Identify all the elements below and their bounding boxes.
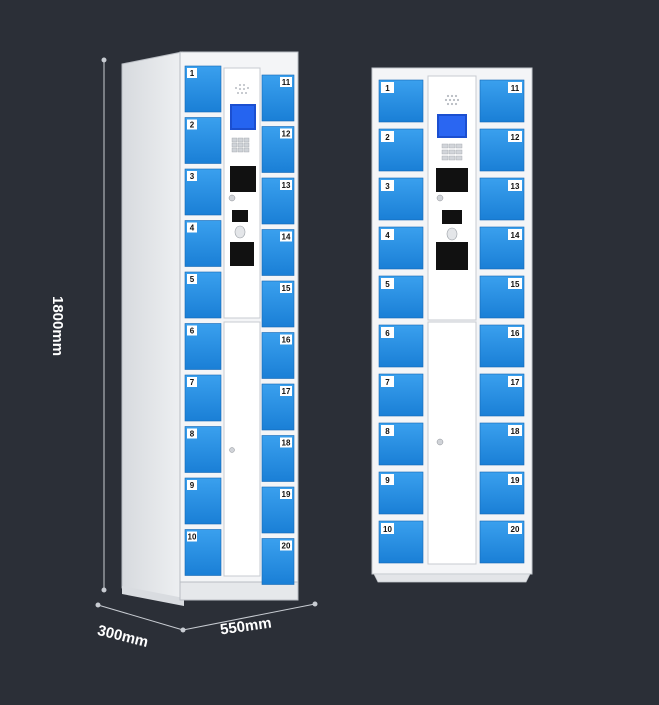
door-number-tag: [381, 474, 394, 485]
door-number-tag: [508, 131, 522, 142]
door-number-tag: [187, 222, 197, 233]
door-number-2: 2: [190, 121, 195, 130]
speaker-grille-icon: [444, 94, 460, 106]
door-number-tag: [280, 386, 292, 396]
door-number-17: 17: [282, 387, 291, 396]
door-number-tag: [280, 540, 292, 551]
door-number-4: 4: [385, 231, 390, 240]
door-number-tag: [187, 325, 197, 336]
door-number-tag: [280, 77, 292, 87]
qr-code-panel-icon: [436, 168, 468, 192]
door-number-13: 13: [282, 181, 291, 190]
door-number-tag: [381, 523, 394, 534]
door-number-7: 7: [385, 378, 390, 387]
height-dimension-label: 1800mm: [49, 296, 66, 357]
door-number-tag: [187, 68, 197, 78]
door-number-tag: [508, 82, 522, 93]
door-number-16: 16: [511, 329, 520, 338]
door-number-tag: [187, 274, 197, 284]
door-number-1: 1: [385, 84, 390, 93]
door-number-19: 19: [282, 490, 291, 499]
door-number-tag: [508, 376, 522, 387]
door-number-1: 1: [190, 69, 195, 78]
door-number-9: 9: [385, 476, 390, 485]
door-number-tag: [280, 231, 292, 242]
door-number-12: 12: [511, 133, 520, 142]
door-number-17: 17: [511, 378, 520, 387]
door-number-7: 7: [190, 378, 195, 387]
door-number-16: 16: [282, 336, 291, 345]
door-number-18: 18: [511, 427, 520, 436]
door-number-15: 15: [511, 280, 520, 289]
door-number-tag: [381, 229, 394, 240]
door-number-tag: [280, 180, 292, 190]
door-number-6: 6: [190, 327, 195, 336]
door-number-tag: [280, 334, 292, 345]
speaker-grille-icon: [235, 84, 249, 94]
door-number-tag: [508, 327, 522, 338]
lock-icon: [436, 438, 444, 446]
door-number-6: 6: [385, 329, 390, 338]
door-number-20: 20: [282, 542, 291, 551]
door-number-18: 18: [282, 439, 291, 448]
door-number-tag: [508, 229, 522, 240]
door-number-tag: [381, 180, 394, 191]
door-number-tag: [381, 131, 394, 142]
door-number-14: 14: [282, 233, 291, 242]
door-number-4: 4: [190, 224, 195, 233]
door-number-tag: [508, 278, 522, 289]
door-number-tag: [187, 428, 197, 439]
door-number-9: 9: [190, 481, 195, 490]
door-number-tag: [381, 278, 394, 289]
door-number-11: 11: [282, 78, 291, 87]
door-number-12: 12: [282, 130, 291, 139]
door-number-tag: [187, 531, 197, 542]
door-number-tag: [280, 437, 292, 448]
door-number-tag: [381, 376, 394, 387]
door-number-20: 20: [511, 525, 520, 534]
door-number-tag: [508, 474, 522, 485]
door-number-14: 14: [511, 231, 520, 240]
door-number-tag: [187, 119, 197, 130]
door-number-3: 3: [385, 182, 390, 191]
door-number-tag: [280, 489, 292, 499]
door-number-tag: [508, 425, 522, 436]
keypad-icon: [231, 137, 250, 153]
door-number-tag: [381, 82, 394, 93]
dimension-lines: [95, 57, 318, 633]
door-number-13: 13: [511, 182, 520, 191]
door-number-tag: [187, 377, 197, 387]
door-number-tag: [187, 171, 197, 181]
door-number-tag: [508, 180, 522, 191]
door-number-8: 8: [190, 430, 195, 439]
door-number-tag: [187, 480, 197, 490]
keypad-icon: [441, 143, 463, 161]
door-number-tag: [508, 523, 522, 534]
door-number-5: 5: [385, 280, 390, 289]
door-number-10: 10: [188, 533, 197, 542]
door-number-tag: [381, 425, 394, 436]
door-number-15: 15: [282, 284, 291, 293]
door-number-5: 5: [190, 275, 195, 284]
door-number-tag: [280, 128, 292, 139]
door-number-19: 19: [511, 476, 520, 485]
door-number-8: 8: [385, 427, 390, 436]
door-number-11: 11: [511, 84, 520, 93]
door-number-tag: [381, 327, 394, 338]
door-number-10: 10: [383, 525, 392, 534]
door-number-3: 3: [190, 172, 195, 181]
door-number-2: 2: [385, 133, 390, 142]
door-number-tag: [280, 283, 292, 293]
